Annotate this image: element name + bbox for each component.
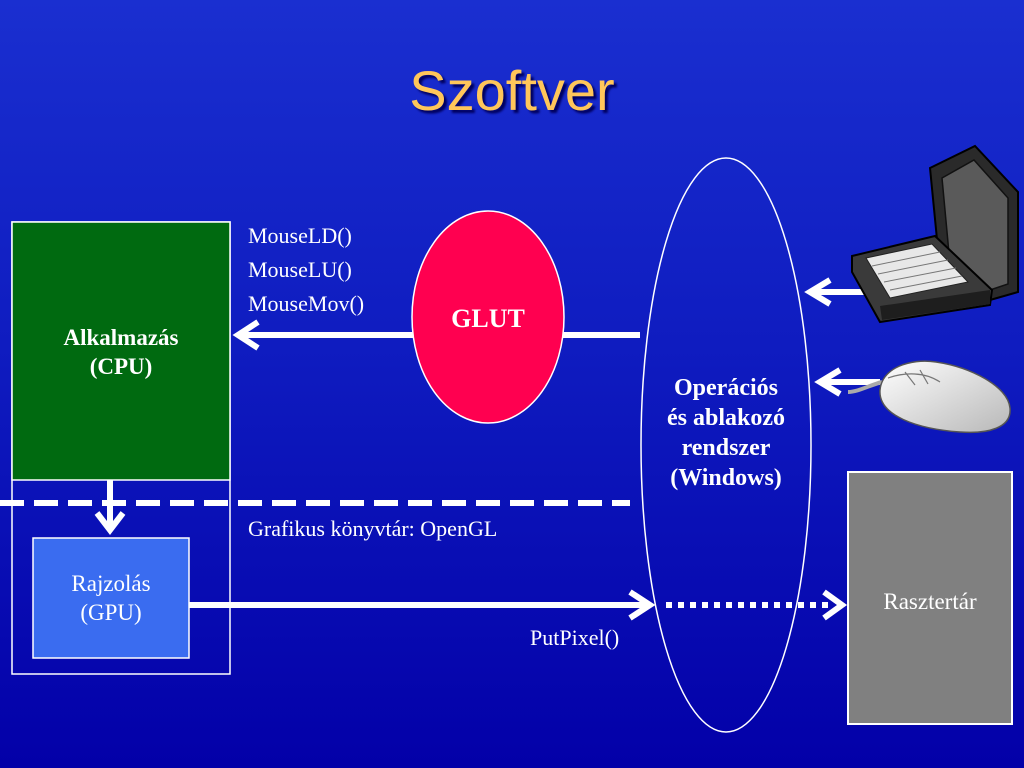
app-to-draw-arrowhead [94, 511, 126, 535]
callback-mousemov: MouseMov() [248, 291, 365, 316]
draw-label: Rajzolás (GPU) [33, 569, 189, 627]
glut-ellipse [411, 210, 565, 424]
os-to-app-arrowhead [232, 319, 260, 351]
draw-label-line1: Rajzolás [71, 571, 151, 596]
draw-box [32, 537, 190, 659]
mouse-to-os-arrowhead [814, 367, 842, 397]
callback-mouselu: MouseLU() [248, 257, 352, 282]
os-label-line2: és ablakozó [666, 405, 785, 431]
callback-mouseld: MouseLD() [248, 223, 352, 248]
laptop-to-os-arrowhead [804, 277, 832, 307]
app-label-line1: Alkalmazás [63, 325, 179, 350]
os-ellipse [640, 157, 812, 733]
app-label-line2: (CPU) [89, 354, 153, 379]
glut-label: GLUT [451, 304, 525, 333]
slide-title: Szoftver [409, 59, 615, 122]
library-label: Grafikus könyvtár: OpenGL [248, 516, 498, 541]
os-label-line4: (Windows) [670, 465, 782, 491]
os-label: Operációs és ablakozó rendszer (Windows) [641, 373, 811, 493]
laptop-icon [851, 144, 1019, 324]
os-to-raster-arrowhead [822, 589, 848, 621]
app-label: Alkalmazás (CPU) [12, 323, 230, 381]
draw-to-os-arrowhead [628, 589, 656, 621]
draw-label-line2: (GPU) [80, 600, 142, 625]
os-label-line1: Operációs [674, 375, 778, 401]
app-box [11, 221, 231, 481]
raster-box [847, 471, 1013, 725]
os-label-line3: rendszer [681, 435, 771, 461]
raster-label: Rasztertár [883, 589, 977, 614]
callback-list: MouseLD() MouseLU() MouseMov() [248, 219, 364, 321]
mouse-icon [847, 360, 1011, 434]
putpixel-label: PutPixel() [530, 625, 620, 650]
